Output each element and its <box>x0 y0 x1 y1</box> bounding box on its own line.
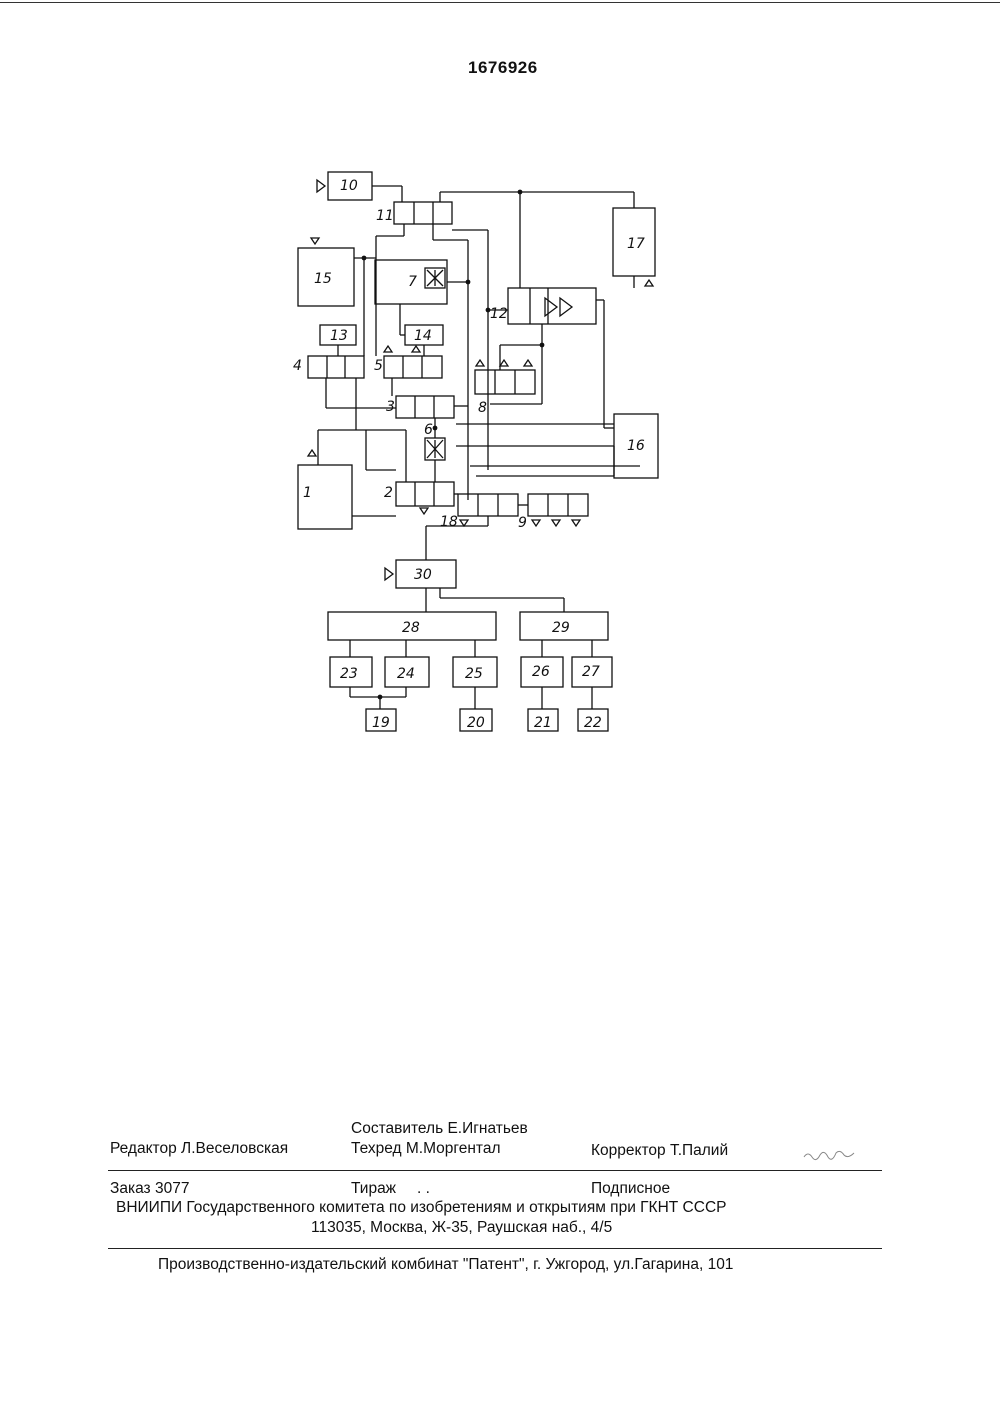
editor: Редактор Л.Веселовская <box>110 1140 288 1158</box>
separator-line-1 <box>108 1170 882 1171</box>
label-25: 25 <box>465 666 483 682</box>
order-number: Заказ 3077 <box>110 1180 189 1198</box>
label-29: 29 <box>552 620 570 636</box>
label-20: 20 <box>467 715 485 731</box>
separator-line-2 <box>108 1248 882 1249</box>
label-4: 4 <box>293 358 302 374</box>
label-27: 27 <box>582 664 600 680</box>
label-11: 11 <box>376 208 394 224</box>
label-14: 14 <box>414 328 432 344</box>
label-1: 1 <box>303 485 312 501</box>
corrector: Корректор Т.Палий <box>591 1142 728 1160</box>
institute: ВНИИПИ Государственного комитета по изоб… <box>116 1199 726 1217</box>
label-19: 19 <box>372 715 390 731</box>
circuit-schematic: 1 2 3 4 5 6 7 8 9 10 11 12 13 14 15 16 1… <box>0 0 1000 760</box>
circulation-dots: . . <box>417 1180 430 1198</box>
circulation: Тираж <box>351 1180 396 1198</box>
valve-8 <box>475 370 535 394</box>
label-2: 2 <box>384 485 393 501</box>
label-8: 8 <box>478 400 487 416</box>
label-15: 15 <box>314 271 332 287</box>
label-22: 22 <box>584 715 602 731</box>
valve-18 <box>458 494 518 516</box>
label-18: 18 <box>440 514 458 530</box>
label-6: 6 <box>424 422 433 438</box>
label-28: 28 <box>402 620 420 636</box>
label-16: 16 <box>627 438 645 454</box>
label-7: 7 <box>408 274 417 290</box>
label-9: 9 <box>518 515 527 531</box>
label-12: 12 <box>490 306 508 322</box>
label-21: 21 <box>534 715 552 731</box>
valve-11 <box>394 202 452 224</box>
publisher: Производственно-издательский комбинат "П… <box>158 1256 733 1274</box>
label-23: 23 <box>340 666 358 682</box>
label-24: 24 <box>397 666 415 682</box>
valve-5 <box>384 356 442 378</box>
label-5: 5 <box>374 358 383 374</box>
label-10: 10 <box>340 178 358 194</box>
address: 113035, Москва, Ж-35, Раушская наб., 4/5 <box>311 1219 612 1237</box>
compiler: Составитель Е.Игнатьев <box>351 1120 528 1138</box>
valve-4 <box>308 356 364 378</box>
label-3: 3 <box>386 399 395 415</box>
subscription: Подписное <box>591 1180 670 1198</box>
valve-9 <box>528 494 588 516</box>
valve-3 <box>396 396 454 418</box>
techred: Техред М.Моргентал <box>351 1140 501 1158</box>
block-12 <box>508 288 596 324</box>
valve-2 <box>396 482 454 506</box>
label-30: 30 <box>414 567 432 583</box>
label-26: 26 <box>532 664 550 680</box>
handwritten-mark <box>800 1145 870 1165</box>
label-17: 17 <box>627 236 645 252</box>
label-13: 13 <box>330 328 348 344</box>
